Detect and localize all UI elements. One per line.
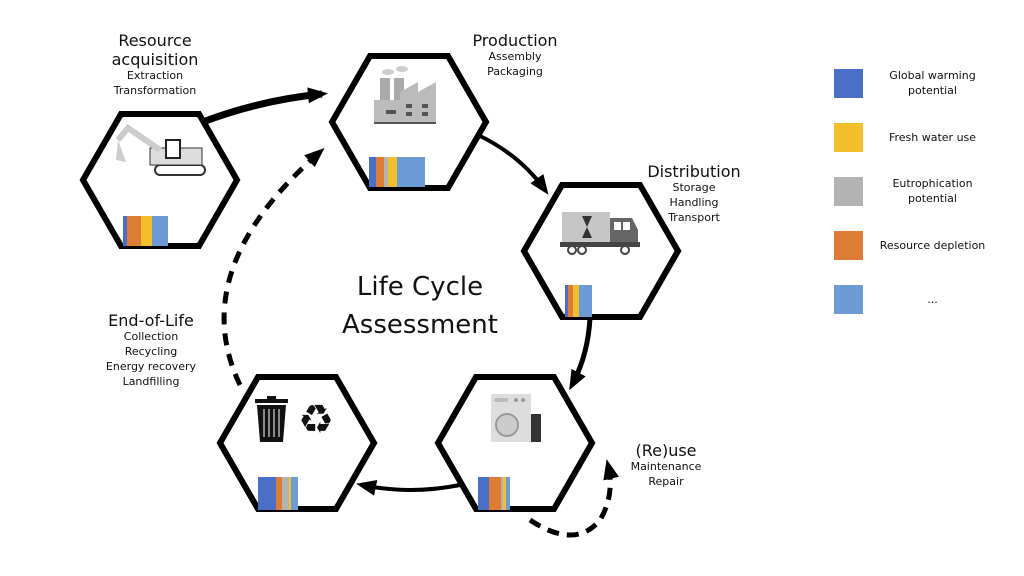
hexagon-reuse [434,374,596,512]
impact-bar-fresh-water [289,477,291,510]
impact-bar-resource-depletion [276,477,282,510]
stage-sub: Repair [648,475,684,489]
hexagon-resource-acquisition [79,111,241,249]
stage-sub: Collection [123,330,179,344]
impact-bar-eutrophication [501,477,503,510]
legend-item: Fresh water use [834,110,994,164]
impact-bar-other [506,477,510,510]
stage-sub: Maintenance [630,460,702,474]
stage-sub: Transformation [113,84,197,98]
impact-bar-other [397,157,425,187]
label-resource-acquisition: Resource acquisition Extraction Transfor… [85,31,225,99]
label-production: Production Assembly Packaging [455,31,575,80]
arrow-endoflife-to-production-dashed [221,148,325,387]
impact-bar-resource-depletion [568,285,573,317]
legend-swatch [834,284,863,314]
hexagon-outline [434,374,596,512]
label-end-of-life: End-of-Life Collection Recycling Energy … [91,311,211,390]
impact-bar-other [291,477,298,510]
impact-bar-fresh-water [388,157,397,187]
center-title: Life Cycle Assessment [320,268,520,344]
stage-title: Resource [118,31,192,50]
arrow-use-to-endoflife [356,480,461,496]
impact-bar-global-warming [565,285,568,317]
stage-sub: Extraction [126,69,184,83]
label-distribution: Distribution Storage Handling Transport [634,162,754,226]
legend-item: Eutrophication potential [834,164,994,218]
legend-item: Global warming potential [834,56,994,110]
impact-bar-global-warming [478,477,489,510]
hexagon-end-of-life [216,374,378,512]
center-title-line2: Assessment [342,310,498,340]
legend-label: Global warming potential [889,69,976,97]
legend-swatch [834,230,863,260]
arrow-production-to-distribution [477,133,549,195]
legend-label: Fresh water use [888,130,977,144]
impact-bar-eutrophication [282,477,289,510]
impact-bar-global-warming [258,477,276,510]
impact-bar-resource-depletion [127,216,141,246]
arrow-distribution-to-use [569,317,593,391]
stage-title: (Re)use [635,441,697,460]
impact-bar-global-warming [369,157,376,187]
legend-swatch [834,122,863,152]
stage-title: acquisition [111,50,199,70]
legend-label: ... [927,292,938,306]
stage-sub: Storage [672,181,716,195]
stage-sub: Energy recovery [105,359,197,373]
hexagon-outline [79,111,241,249]
legend-label: Resource depletion [879,238,986,252]
stage-sub: Handling [669,196,719,210]
arrow-acquisition-to-production [198,87,328,127]
stage-sub: Packaging [487,65,543,79]
impact-bar-fresh-water [141,216,152,246]
svg-text:♻: ♻ [298,397,334,443]
legend-item: Resource depletion [834,218,994,272]
stage-title: End-of-Life [108,311,194,330]
washing-machine-icon [491,394,541,442]
impact-bar-resource-depletion [489,477,501,510]
stage-sub: Recycling [124,345,178,359]
impact-bar-resource-depletion [376,157,384,187]
label-reuse: (Re)use Maintenance Repair [606,441,726,490]
arrow-reuse-loop-dashed [528,459,619,538]
legend-swatch [834,68,863,98]
impact-bar-fresh-water [573,285,579,317]
stage-sub: Assembly [488,50,542,64]
legend-item: ... [834,272,994,326]
stage-title: Production [472,31,558,50]
truck-icon [560,212,640,255]
impact-bar-global-warming [123,216,127,246]
impact-bar-other [579,285,592,317]
trash-recycle-icon: ♻ [255,396,334,443]
excavator-icon [115,123,206,176]
factory-icon [374,66,436,124]
impact-bar-eutrophication [384,157,388,187]
impact-bar-fresh-water [503,477,506,510]
stage-title: Distribution [647,162,741,181]
impact-bar-other [152,216,168,246]
stage-sub: Landfilling [122,374,180,388]
legend-swatch [834,176,863,206]
center-title-line1: Life Cycle [356,272,484,302]
stage-sub: Transport [668,210,720,224]
legend-label: Eutrophication potential [892,177,973,205]
